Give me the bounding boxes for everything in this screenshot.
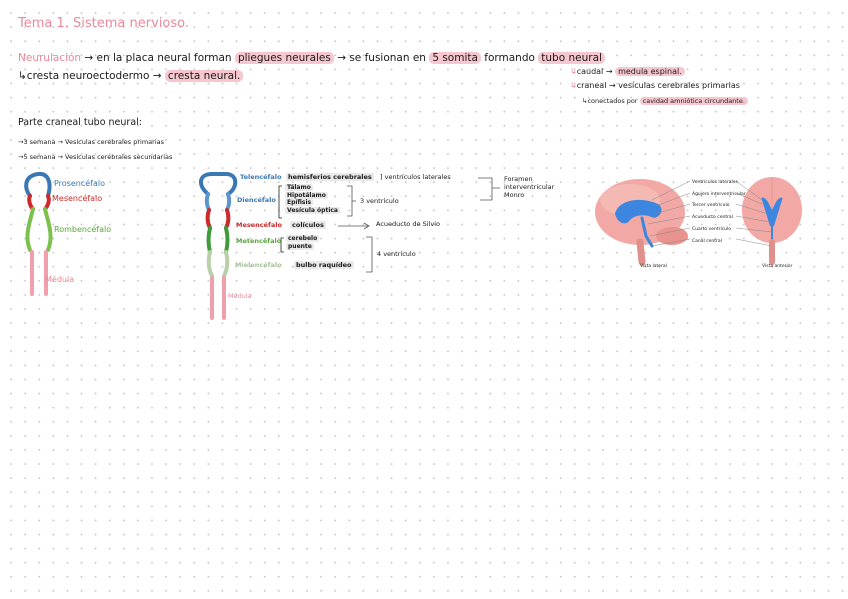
label-prosencefalo: Prosencéfalo bbox=[54, 179, 106, 188]
label-vista-lateral: Vista lateral bbox=[640, 264, 667, 269]
label-mesencefalo: Mesencéfalo bbox=[52, 194, 103, 203]
label-puente: puente bbox=[286, 243, 314, 250]
label-agujero-img: Agujero interventricular bbox=[692, 191, 746, 197]
label-telencefalo: Telencéfalo bbox=[240, 173, 282, 181]
tercer-ventriculo-bracket bbox=[347, 185, 356, 217]
somita-highlight: 5 somita bbox=[429, 52, 481, 64]
label-talamo: Tálamo bbox=[285, 184, 313, 191]
label-tercer-img: Tercer ventrículo bbox=[692, 203, 730, 209]
label-mesencefalo-mid: Mesencéfalo bbox=[236, 221, 282, 229]
parte-craneal-item-1: →3 semana → Vesículas cerebrales primari… bbox=[18, 138, 165, 146]
rombencefalo-shape bbox=[25, 207, 53, 252]
cuarto-ventriculo-bracket bbox=[366, 236, 373, 273]
mielencefalo-shape bbox=[206, 250, 230, 278]
label-epifisis: Epífisis bbox=[285, 199, 314, 206]
medula-shape bbox=[30, 250, 48, 296]
pliegues-neurales: pliegues neurales bbox=[234, 52, 334, 64]
label-acueducto-img: Acueducto central bbox=[692, 215, 733, 221]
label-hemisferios: hemisferios cerebrales bbox=[286, 173, 374, 181]
label-ventriculos-laterales-img: Ventrículos laterales bbox=[692, 180, 738, 185]
cresta-text: ↳cresta neuroectodermo → bbox=[18, 70, 162, 82]
ventricles-anterior-view bbox=[761, 197, 783, 226]
medula-espinal-highlight: medula espinal. bbox=[615, 67, 685, 76]
label-medula-left: Médula bbox=[45, 275, 75, 284]
formando-text: formando bbox=[484, 52, 535, 64]
label-hipotalamo: Hipotálamo bbox=[285, 191, 328, 199]
tubo-neural-highlight: tubo neural bbox=[538, 52, 605, 64]
parte-craneal-item-2: →5 semana → Vesículas cerebrales secunda… bbox=[18, 153, 173, 161]
diencefalo-list: Tálamo Hipotálamo Epífisis Vesícula ópti… bbox=[285, 184, 340, 214]
label-ventriculos-laterales: ] ventrículos laterales bbox=[380, 173, 451, 181]
label-tercer-ventriculo: 3 ventrículo bbox=[360, 197, 399, 205]
label-mielencefalo: Mielencéfalo bbox=[235, 261, 282, 269]
acueducto-arrowhead bbox=[363, 222, 370, 230]
page-title: Tema 1. Sistema nervioso. bbox=[18, 16, 189, 31]
neurulacion-text-a: → en la placa neural forman bbox=[84, 52, 232, 64]
metencefalo-bracket bbox=[280, 237, 284, 253]
label-vesicula-optica: Vesícula óptica bbox=[285, 206, 340, 214]
neurulacion-line-2: ↳cresta neuroectodermo → cresta neural. bbox=[18, 70, 244, 82]
label-acueducto: Acueducto de Silvio bbox=[376, 220, 440, 228]
craneal-branch: ↳craneal → vesículas cerebrales primaria… bbox=[570, 81, 740, 90]
neurulacion-line-1: Neurulación → en la placa neural forman … bbox=[18, 52, 605, 64]
label-metencefalo: Metencéfalo bbox=[236, 237, 282, 245]
label-medula-mid: Médula bbox=[228, 292, 252, 300]
label-bulbo: bulbo raquídeo bbox=[294, 261, 354, 269]
label-rombencefalo: Rombencéfalo bbox=[54, 225, 112, 234]
label-canal-img: Canal central bbox=[692, 238, 722, 244]
cavidad-highlight: cavidad amniótica circundante. bbox=[639, 97, 748, 105]
neurulacion-term: Neurulación bbox=[18, 52, 82, 64]
label-diencefalo: Diencéfalo bbox=[237, 196, 276, 204]
telencefalo-shape bbox=[199, 172, 238, 196]
cresta-neural-highlight: cresta neural. bbox=[164, 70, 244, 82]
metencefalo-shape bbox=[206, 226, 230, 254]
label-vista-anterior: Vista anterior bbox=[762, 264, 793, 269]
label-coliculos: colículos bbox=[290, 221, 326, 229]
label-cuarto-img: Cuarto ventrículo bbox=[692, 226, 732, 232]
caudal-branch: ↳caudal → medula espinal. bbox=[570, 67, 685, 76]
caudal-text: caudal → bbox=[576, 67, 613, 76]
label-cuarto-ventriculo: 4 ventrículo bbox=[377, 250, 416, 258]
label-cerebelo: cerebelo bbox=[286, 235, 320, 242]
craneal-text: craneal → vesículas cerebrales primarias bbox=[576, 81, 740, 90]
neurulacion-text-b: → se fusionan en bbox=[337, 52, 426, 64]
conectados-text: ↳conectados por bbox=[582, 97, 638, 105]
brain-labels: Ventrículos laterales Agujero interventr… bbox=[692, 177, 746, 247]
ventricles-lateral-view bbox=[615, 199, 662, 224]
metencefalo-list: cerebelo puente bbox=[286, 235, 320, 251]
prosencefalo-shape bbox=[24, 171, 52, 198]
conectados-line: ↳conectados por cavidad amniótica circun… bbox=[582, 97, 748, 105]
medula-mid-shape bbox=[210, 276, 226, 320]
parte-craneal-heading: Parte craneal tubo neural: bbox=[18, 117, 142, 128]
label-foramen: Foramen interventricular Monro bbox=[504, 175, 555, 199]
diencefalo-bracket bbox=[278, 185, 282, 219]
foramen-bracket bbox=[478, 177, 500, 201]
